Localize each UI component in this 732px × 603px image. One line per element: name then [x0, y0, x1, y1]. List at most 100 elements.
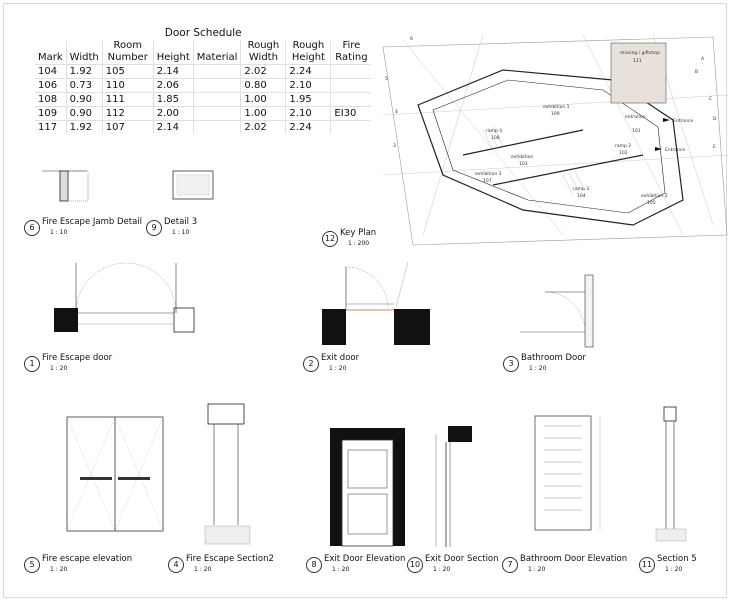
view-number: 7 [502, 557, 518, 573]
cell-fire-rating: EI30 [330, 106, 372, 121]
bathroom-door-plan [520, 274, 594, 348]
exit-door-section-drawing [435, 426, 472, 547]
view-scale: 1 : 20 [50, 566, 68, 573]
section-5-drawing [655, 406, 687, 542]
exit-door-elevation [330, 428, 405, 547]
view-name: Bathroom Door Elevation [520, 554, 628, 564]
door-schedule-table: Door Schedule Mark Width Room Number Hei… [35, 27, 372, 134]
view-name: Fire Escape Section2 [186, 554, 274, 564]
view-name: Exit door [321, 353, 360, 363]
cell-height: 2.14 [152, 120, 194, 134]
header-width: Width [65, 40, 103, 65]
key-plan-drawing: exhibition 1 109 ramp 4 108 exhibition 1… [382, 34, 729, 246]
site-boundary [382, 36, 728, 246]
cell-material [192, 78, 241, 93]
cell-room: 111 [101, 92, 154, 107]
room-label: exhibition 3 [475, 171, 502, 177]
cell-height: 1.85 [152, 92, 194, 107]
view-number: 3 [503, 356, 519, 372]
header-material: Material [192, 40, 241, 65]
room-number: 104 [577, 193, 586, 199]
schedule-row: 106 0.73 110 2.06 0.80 2.10 [35, 78, 372, 93]
room-number: 108 [491, 135, 500, 141]
view-scale: 1 : 20 [528, 566, 546, 573]
cell-height: 2.00 [152, 106, 194, 121]
cell-rough-width: 2.02 [240, 120, 286, 134]
room-number: 102 [619, 150, 628, 156]
view-number: 10 [407, 557, 423, 573]
view-scale: 1 : 20 [332, 566, 350, 573]
grid-mark: C [709, 96, 712, 102]
cell-material [192, 92, 241, 107]
fire-escape-section-drawing [204, 403, 251, 545]
cell-width: 1.92 [65, 120, 103, 134]
cell-rough-height: 1.95 [285, 92, 331, 107]
cell-rough-height: 2.10 [285, 106, 331, 121]
view-scale: 1 : 20 [50, 365, 68, 372]
cell-mark: 109 [35, 106, 67, 121]
cell-fire-rating [330, 120, 372, 134]
schedule-row: 109 0.90 112 2.00 1.00 2.10 EI30 [35, 106, 372, 121]
grid-mark: 4 [395, 109, 398, 115]
fire-escape-door-plan [54, 262, 195, 333]
view-number: 2 [303, 356, 319, 372]
cell-height: 2.06 [152, 78, 194, 93]
cell-width: 0.73 [65, 78, 103, 93]
view-name: Key Plan [340, 228, 377, 238]
fire-escape-elevation [66, 416, 164, 532]
view-scale: 1 : 200 [348, 240, 370, 247]
view-number: 4 [168, 557, 184, 573]
room-number: 103 [519, 161, 528, 167]
header-mark: Mark [38, 52, 63, 63]
header-room-number: Room Number [101, 40, 154, 65]
view-number: 8 [306, 557, 322, 573]
room-label: exhibition 2 [641, 193, 668, 199]
view-scale: 1 : 10 [172, 229, 190, 236]
room-label: ramp 2 [615, 143, 631, 149]
cell-rough-width: 1.00 [240, 106, 286, 121]
schedule-row: 108 0.90 111 1.85 1.00 1.95 [35, 92, 372, 107]
cell-room: 105 [101, 64, 154, 79]
grid-mark: 3 [393, 143, 396, 149]
room-label: ramp 3 [573, 186, 589, 192]
cell-mark: 108 [35, 92, 67, 107]
view-name: Bathroom Door [521, 353, 586, 363]
view-number: 12 [322, 231, 338, 247]
grid-mark: E [713, 144, 716, 150]
cell-material [192, 106, 241, 121]
view-number: 11 [639, 557, 655, 573]
room-label: exhibition 1 [543, 104, 570, 110]
cell-width: 0.90 [65, 106, 103, 121]
room-number: 101 [632, 128, 641, 134]
cell-mark: 117 [35, 120, 67, 134]
schedule-row: 104 1.92 105 2.14 2.02 2.24 [35, 64, 372, 79]
room-number: 107 [483, 178, 492, 184]
cell-rough-width: 1.00 [240, 92, 286, 107]
view-number: 1 [24, 356, 40, 372]
room-label: ramp 4 [486, 128, 502, 134]
jamb-detail-drawing [42, 170, 89, 202]
cell-rough-height: 2.24 [285, 64, 331, 79]
view-name: Exit Door Elevation [324, 554, 406, 564]
ramp-hatch [482, 125, 586, 196]
cell-rough-height: 2.10 [285, 78, 331, 93]
grid-mark: A [701, 56, 705, 62]
view-name: Fire Escape door [42, 353, 113, 363]
grid-mark: B [695, 69, 698, 75]
cell-width: 1.92 [65, 64, 103, 79]
header-rough-width: Rough Width [240, 40, 286, 65]
cell-mark: 104 [35, 64, 67, 79]
cell-room: 112 [101, 106, 154, 121]
view-number: 6 [24, 220, 40, 236]
grid-mark: 5 [385, 76, 388, 82]
cell-rough-width: 2.02 [240, 64, 286, 79]
sheet-border [3, 3, 727, 598]
header-height: Height [152, 40, 194, 65]
cell-room: 110 [101, 78, 154, 93]
view-scale: 1 : 10 [50, 229, 68, 236]
grid-mark: 6 [410, 36, 413, 42]
exit-door-plan [322, 261, 430, 345]
grid-mark: D [713, 116, 717, 122]
cell-height: 2.14 [152, 64, 194, 79]
